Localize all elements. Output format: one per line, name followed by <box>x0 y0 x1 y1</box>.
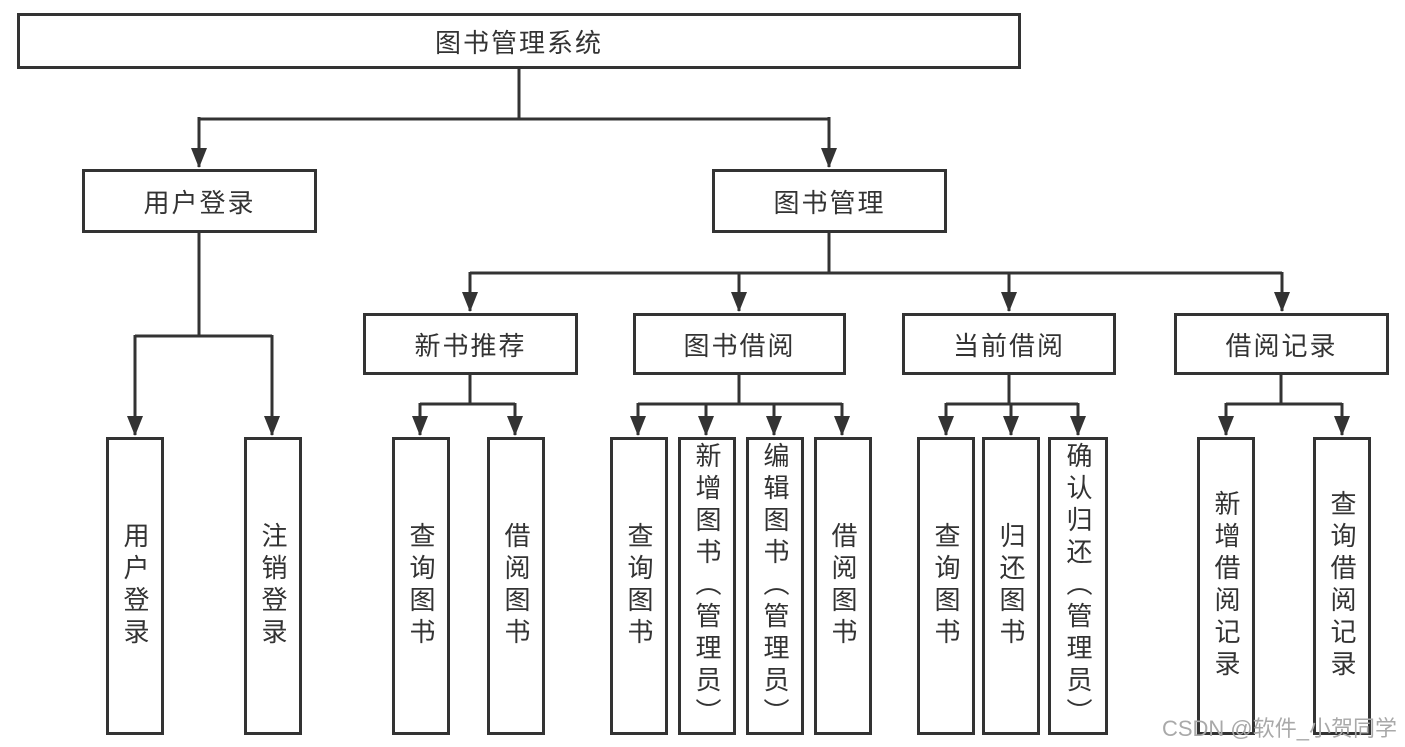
node-borrow: 图书借阅 <box>633 313 846 375</box>
leaf-logout-label: 注销登录 <box>258 522 288 650</box>
leaf-current-query: 查询图书 <box>917 437 975 735</box>
leaf-borrow-edit-label: 编辑图书（管理员） <box>760 442 790 730</box>
leaf-user-login: 用户登录 <box>106 437 164 735</box>
node-root: 图书管理系统 <box>17 13 1021 69</box>
leaf-borrow-add-label: 新增图书（管理员） <box>692 442 722 730</box>
leaf-borrow-add: 新增图书（管理员） <box>678 437 736 735</box>
connector-user-login-children <box>127 233 280 436</box>
leaf-new-books-query: 查询图书 <box>392 437 450 735</box>
leaf-borrow-query: 查询图书 <box>610 437 668 735</box>
connector-records-children <box>1218 375 1350 436</box>
connector-current-children <box>938 375 1086 436</box>
leaf-records-add-label: 新增借阅记录 <box>1211 490 1241 682</box>
node-new-books-label: 新书推荐 <box>414 330 527 361</box>
leaf-new-books-query-label: 查询图书 <box>406 522 436 650</box>
leaf-current-confirm-label: 确认归还（管理员） <box>1063 442 1093 730</box>
leaf-current-return: 归还图书 <box>982 437 1040 735</box>
leaf-records-add: 新增借阅记录 <box>1197 437 1255 735</box>
leaf-borrow-borrow-label: 借阅图书 <box>828 522 858 650</box>
node-book-mgmt-label: 图书管理 <box>773 187 886 218</box>
leaf-current-return-label: 归还图书 <box>996 522 1026 650</box>
leaf-new-books-borrow: 借阅图书 <box>487 437 545 735</box>
leaf-new-books-borrow-label: 借阅图书 <box>501 522 531 650</box>
node-root-label: 图书管理系统 <box>434 27 603 58</box>
leaf-borrow-borrow: 借阅图书 <box>814 437 872 735</box>
leaf-records-query-label: 查询借阅记录 <box>1327 490 1357 682</box>
connector-new-books-children <box>412 375 523 436</box>
leaf-records-query: 查询借阅记录 <box>1313 437 1371 735</box>
leaf-current-confirm: 确认归还（管理员） <box>1048 437 1108 735</box>
connector-root-to-level2 <box>191 69 837 168</box>
node-user-login-label: 用户登录 <box>143 187 256 218</box>
node-records: 借阅记录 <box>1174 313 1389 375</box>
node-current-label: 当前借阅 <box>952 330 1065 361</box>
node-user-login: 用户登录 <box>82 169 317 233</box>
leaf-borrow-query-label: 查询图书 <box>624 522 654 650</box>
leaf-logout: 注销登录 <box>244 437 302 735</box>
node-new-books: 新书推荐 <box>363 313 578 375</box>
connector-borrow-children <box>630 375 850 436</box>
node-records-label: 借阅记录 <box>1225 330 1338 361</box>
csdn-watermark: CSDN @软件_小贺同学 <box>1161 716 1397 741</box>
node-book-mgmt: 图书管理 <box>712 169 947 233</box>
node-borrow-label: 图书借阅 <box>683 330 796 361</box>
leaf-current-query-label: 查询图书 <box>931 522 961 650</box>
leaf-user-login-label: 用户登录 <box>120 522 150 650</box>
node-current: 当前借阅 <box>902 313 1116 375</box>
leaf-borrow-edit: 编辑图书（管理员） <box>746 437 804 735</box>
connector-book-mgmt-to-level3 <box>462 233 1290 312</box>
